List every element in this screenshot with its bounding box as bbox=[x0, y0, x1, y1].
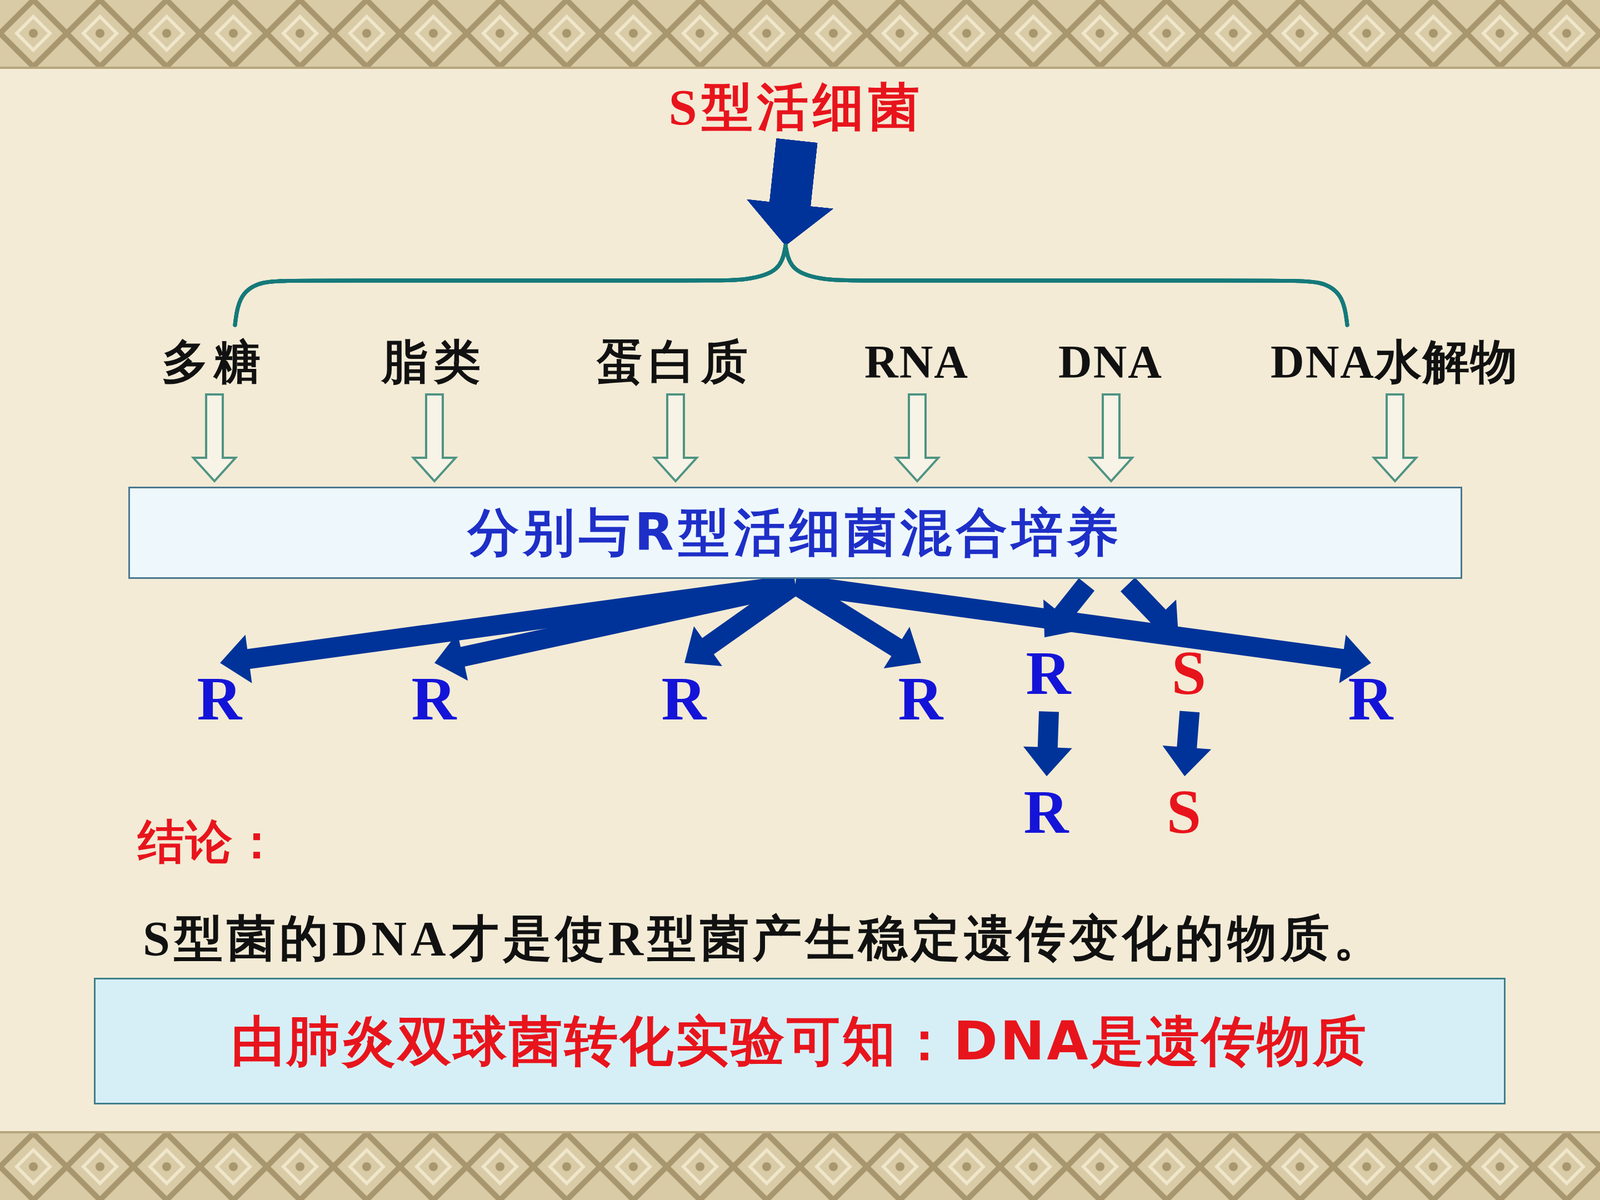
brace-branch bbox=[785, 245, 1348, 325]
culture-band: 分别与R型活细菌混合培养 bbox=[128, 486, 1463, 579]
hollow-arrow bbox=[1373, 394, 1417, 482]
node-text: S bbox=[1166, 779, 1203, 845]
result-letter: R bbox=[661, 666, 708, 732]
node-text: R bbox=[1348, 666, 1395, 732]
block-arrow bbox=[684, 576, 802, 667]
connector bbox=[896, 394, 939, 482]
node-text: R bbox=[898, 666, 945, 732]
hollow-arrow bbox=[193, 394, 236, 482]
connector bbox=[684, 576, 802, 667]
node-text: 由肺炎双球菌转化实验可知：DNA是遗传物质 bbox=[231, 1013, 1368, 1070]
connector bbox=[654, 394, 697, 482]
result-letter: R bbox=[197, 666, 244, 732]
block-arrow bbox=[747, 138, 834, 246]
result-letter: R bbox=[411, 666, 458, 732]
connector bbox=[235, 138, 834, 325]
node-text: R bbox=[197, 666, 244, 732]
connector bbox=[413, 394, 456, 482]
node-text: DNA bbox=[1058, 337, 1164, 387]
connector bbox=[747, 138, 1348, 325]
node-text: S bbox=[1171, 640, 1208, 707]
conclusion-heading: 结论： bbox=[137, 817, 282, 867]
result-letter: R bbox=[898, 666, 945, 732]
brace-branch bbox=[785, 245, 1348, 325]
hollow-arrow bbox=[654, 394, 697, 482]
conclusion-box: 由肺炎双球菌转化实验可知：DNA是遗传物质 bbox=[93, 977, 1506, 1105]
node-text: 蛋白质 bbox=[596, 337, 755, 387]
connector bbox=[235, 138, 834, 325]
component-label: DNA bbox=[1058, 337, 1164, 387]
connector bbox=[793, 574, 1372, 684]
connector bbox=[1373, 394, 1417, 482]
block-arrow bbox=[220, 574, 797, 684]
result-letter: R bbox=[1026, 640, 1073, 707]
connector bbox=[1023, 711, 1073, 777]
bottom-border-band bbox=[0, 1133, 1600, 1200]
connector bbox=[220, 574, 797, 684]
node-text: S型活细菌 bbox=[668, 80, 925, 135]
node-text: R bbox=[661, 666, 708, 732]
border-rule bbox=[0, 1131, 1600, 1134]
node-text: 分别与R型活细菌混合培养 bbox=[467, 506, 1123, 560]
node-text: 脂类 bbox=[381, 337, 488, 387]
top-border-band bbox=[0, 0, 1600, 67]
result-letter: S bbox=[1166, 779, 1203, 845]
connector bbox=[747, 138, 1348, 325]
block-arrow bbox=[1162, 710, 1212, 777]
brace-branch bbox=[235, 245, 786, 325]
brace-branch bbox=[235, 245, 786, 325]
component-label: 脂类 bbox=[381, 337, 488, 387]
result-letter: S bbox=[1171, 640, 1208, 707]
node-text: R bbox=[1026, 640, 1073, 707]
connector bbox=[235, 138, 834, 325]
hollow-arrow bbox=[413, 394, 456, 482]
block-arrow bbox=[747, 138, 834, 246]
component-label: DNA水解物 bbox=[1270, 337, 1520, 387]
block-arrow bbox=[747, 138, 834, 246]
node-text: R bbox=[1023, 779, 1070, 845]
block-arrow bbox=[1023, 711, 1073, 777]
border-rule bbox=[0, 66, 1600, 69]
connector bbox=[1090, 394, 1133, 482]
block-arrow bbox=[747, 138, 834, 246]
hollow-arrow bbox=[896, 394, 939, 482]
brace-branch bbox=[785, 245, 1348, 325]
source-label: S型活细菌 bbox=[668, 80, 925, 135]
block-arrow bbox=[793, 574, 1372, 684]
component-label: 多糖 bbox=[161, 337, 268, 387]
node-text: DNA水解物 bbox=[1270, 337, 1520, 387]
conclusion-sentence: S型菌的DNA才是使R型菌产生稳定遗传变化的物质。 bbox=[142, 913, 1387, 965]
connector bbox=[747, 138, 1348, 325]
result-letter: R bbox=[1023, 779, 1070, 845]
brace-branch bbox=[235, 245, 786, 325]
connector bbox=[1162, 710, 1212, 777]
component-label: 蛋白质 bbox=[596, 337, 755, 387]
node-text: 多糖 bbox=[161, 337, 268, 387]
hollow-arrow bbox=[1090, 394, 1133, 482]
component-label: RNA bbox=[864, 337, 970, 387]
connector bbox=[193, 394, 236, 482]
node-text: RNA bbox=[864, 337, 970, 387]
block-arrow bbox=[747, 138, 834, 246]
block-arrow bbox=[747, 138, 834, 246]
result-letter: R bbox=[1348, 666, 1395, 732]
node-text: R bbox=[411, 666, 458, 732]
